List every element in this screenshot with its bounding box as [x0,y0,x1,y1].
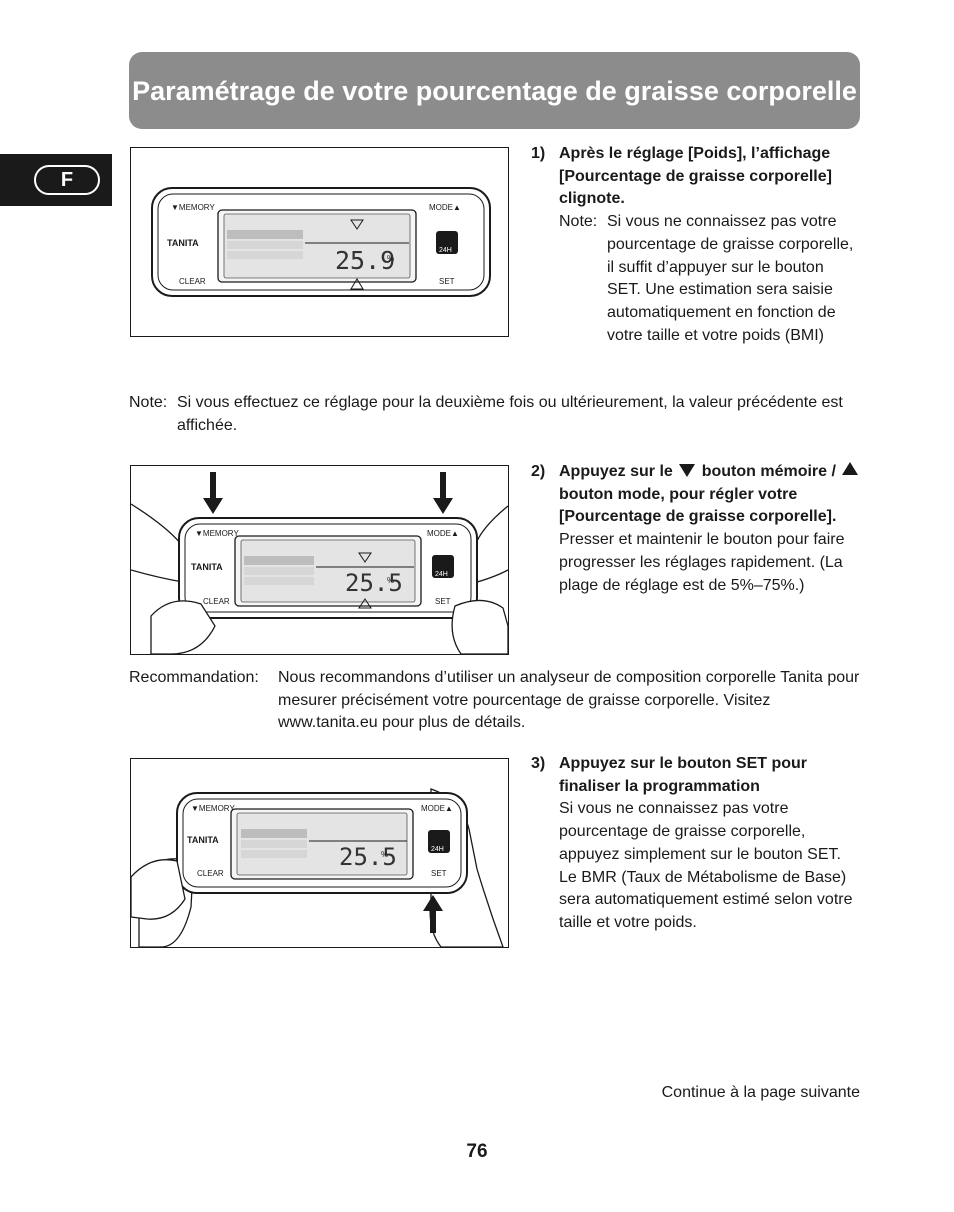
step-2-number: 2) [531,463,546,480]
step-2-heading-b: bouton mémoire / [701,463,836,480]
blink-indicator-top [350,219,364,230]
clear-button-label: CLEAR [179,277,206,286]
recommendation-label: Recommandation: [129,669,259,686]
brand-logo: TANITA [191,562,223,572]
clear-button-label: CLEAR [197,869,224,878]
lcd-percent-unit: % [381,850,388,859]
activity-24h-label: 24H [439,247,452,254]
step-2-heading-a: Appuyez sur le [559,463,673,480]
finger-left [131,859,186,920]
device-illustration: 25.5 % ▼MEMORY MODE▲ TANITA CLEAR SET 24… [131,472,508,654]
page-title: Paramétrage de votre pourcentage de grai… [132,75,857,106]
note-label: Note: [129,394,168,411]
recommendation-text: Nous recommandons d’utiliser un analyseu… [278,669,860,732]
set-button-label: SET [431,869,447,878]
step-3-heading: Appuyez sur le bouton SET pour finaliser… [559,755,807,795]
activity-24h-icon [428,830,450,853]
press-arrow-mode [433,472,453,514]
finger-right [451,599,508,654]
memory-down-triangle-icon [679,464,696,477]
step-1-heading: Après le réglage [Poids], l’affichage [P… [559,145,832,208]
note-recommendation: Recommandation: Nous recommandons d’util… [129,667,869,735]
activity-24h-label: 24H [435,571,448,578]
set-button-label: SET [439,277,455,286]
continue-note: Continue à la page suivante [661,1084,860,1101]
blink-indicator-bottom [358,598,372,609]
title-banner: Paramétrage de votre pourcentage de grai… [129,52,860,129]
note-text: Si vous effectuez ce réglage pour la deu… [177,394,843,434]
memory-button-label: ▼MEMORY [171,203,215,212]
step-2: 2) Appuyez sur le bouton mémoire / bouto… [531,461,861,597]
language-badge: F [34,165,100,195]
mode-button-label: MODE▲ [429,203,461,212]
activity-24h-icon [432,555,454,578]
memory-button-label: ▼MEMORY [195,529,239,538]
activity-24h-label: 24H [431,846,444,853]
device-illustration: 25.9 % ▼MEMORY MODE▲ TANITA CLEAR SET 24… [151,187,491,297]
lcd-percent-unit: % [387,576,394,585]
step-1-note-label: Note: [559,213,598,231]
blink-indicator-bottom [350,278,364,290]
step-1-number: 1) [531,145,546,162]
lcd-value: 25.5 [345,569,403,597]
press-arrow-memory [203,472,223,514]
step-3-number: 3) [531,755,546,772]
figure-1-device-blinking: 25.9 % ▼MEMORY MODE▲ TANITA CLEAR SET 24… [130,147,509,337]
figure-2-device-adjust: 25.5 % ▼MEMORY MODE▲ TANITA CLEAR SET 24… [130,465,509,655]
figure-3-device-set: 25.5 % ▼MEMORY MODE▲ TANITA CLEAR SET 24… [130,758,509,948]
blink-indicator-top [358,552,372,563]
finger-left [150,600,216,654]
step-3-body: Si vous ne connaissez pas votre pourcent… [559,800,853,931]
activity-24h-icon [436,231,458,254]
brand-logo: TANITA [167,238,199,248]
mode-button-label: MODE▲ [427,529,459,538]
press-arrow-set [423,895,443,933]
brand-logo: TANITA [187,835,219,845]
device-illustration: 25.5 % ▼MEMORY MODE▲ TANITA CLEAR SET 24… [131,788,504,947]
clear-button-label: CLEAR [203,597,230,606]
page-number: 76 [466,1141,488,1162]
step-3: 3) Appuyez sur le bouton SET pour finali… [531,753,861,935]
step-2-body: Presser et maintenir le bouton pour fair… [559,531,845,594]
step-1-note-text: Si vous ne connaissez pas votre pourcent… [607,213,854,344]
memory-button-label: ▼MEMORY [191,804,235,813]
mode-button-label: MODE▲ [421,804,453,813]
mode-up-triangle-icon [842,462,859,475]
note-second-time: Note: Si vous effectuez ce réglage pour … [129,392,869,437]
lcd-value: 25.5 [339,843,397,871]
set-button-label: SET [435,597,451,606]
language-tab: F [0,154,112,206]
lcd-value: 25.9 [335,246,395,275]
lcd-percent-unit: % [387,254,394,263]
step-2-heading-c: bouton mode, pour régler votre [Pourcent… [559,485,837,526]
step-1: 1) Après le réglage [Poids], l’affichage… [531,143,861,347]
